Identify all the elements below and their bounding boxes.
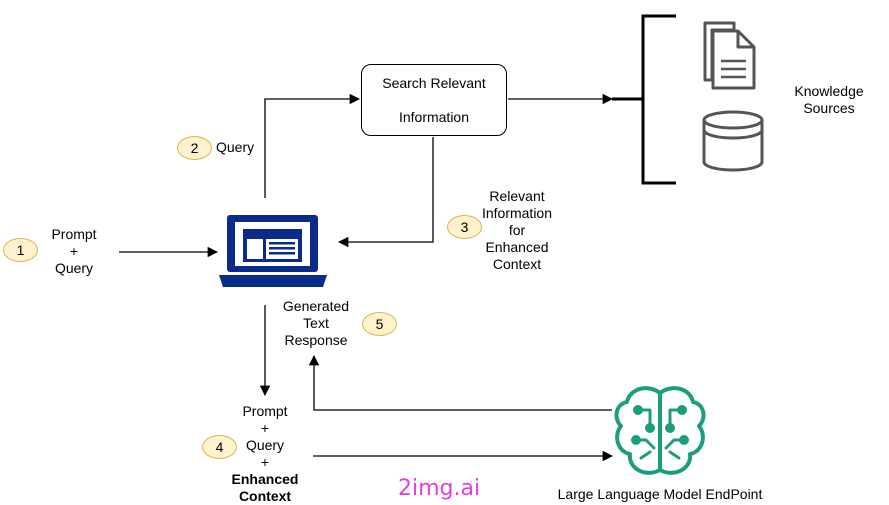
step-1-label: Prompt + Query (44, 226, 104, 277)
arrow-query-to-search (264, 93, 361, 198)
arrow-search-to-laptop (337, 137, 434, 248)
step-1-line: Query (54, 260, 94, 276)
document-icon (703, 21, 756, 90)
step-2-label: Query (216, 139, 255, 155)
laptop-icon (219, 215, 327, 287)
step-3-label: Relevant Information for Enhanced Contex… (476, 188, 558, 273)
step-5-badge: 5 (362, 312, 397, 336)
step-4-line: + (260, 454, 270, 470)
step-4-line: Context (238, 488, 292, 504)
step-5-line: Response (284, 332, 348, 348)
step-3-line: Context (492, 256, 542, 272)
step-4-line: Enhanced (231, 471, 299, 487)
step-4-label: Prompt + Query + Enhanced Context (228, 403, 302, 505)
knowledge-sources-label: Knowledge Sources (790, 83, 868, 117)
step-1-line: + (69, 243, 79, 259)
step-5-line: Generated (282, 298, 350, 314)
knowledge-label-line1: Knowledge (794, 83, 864, 99)
search-box-line1: Search Relevant (382, 74, 486, 91)
llm-endpoint-label: Large Language Model EndPoint (557, 486, 763, 502)
step-3-line: for (508, 222, 526, 238)
step-3-line: Enhanced (485, 239, 549, 255)
step-4-badge: 4 (202, 435, 237, 459)
step-4-line: Prompt (242, 403, 288, 419)
search-box-line2: Information (398, 108, 470, 125)
step-5-line: Text (303, 315, 329, 331)
step-4-line: + (260, 420, 270, 436)
knowledge-bracket (612, 14, 676, 185)
step-2-badge: 2 (177, 136, 212, 160)
step-1-line: Prompt (51, 226, 97, 242)
llm-brain-icon (614, 386, 706, 475)
step-3-line: Relevant (489, 188, 545, 204)
database-icon (702, 110, 764, 172)
step-5-label: Generated Text Response (276, 298, 356, 349)
watermark-text: 2img.ai (398, 476, 481, 501)
knowledge-label-line2: Sources (803, 100, 855, 116)
step-1-badge: 1 (3, 238, 38, 262)
arrow-llm-to-response (308, 354, 612, 411)
step-3-badge: 3 (447, 215, 482, 239)
step-4-line: Query (245, 437, 285, 453)
search-relevant-box: Search Relevant Information (361, 64, 507, 136)
step-3-line: Information (481, 205, 553, 221)
